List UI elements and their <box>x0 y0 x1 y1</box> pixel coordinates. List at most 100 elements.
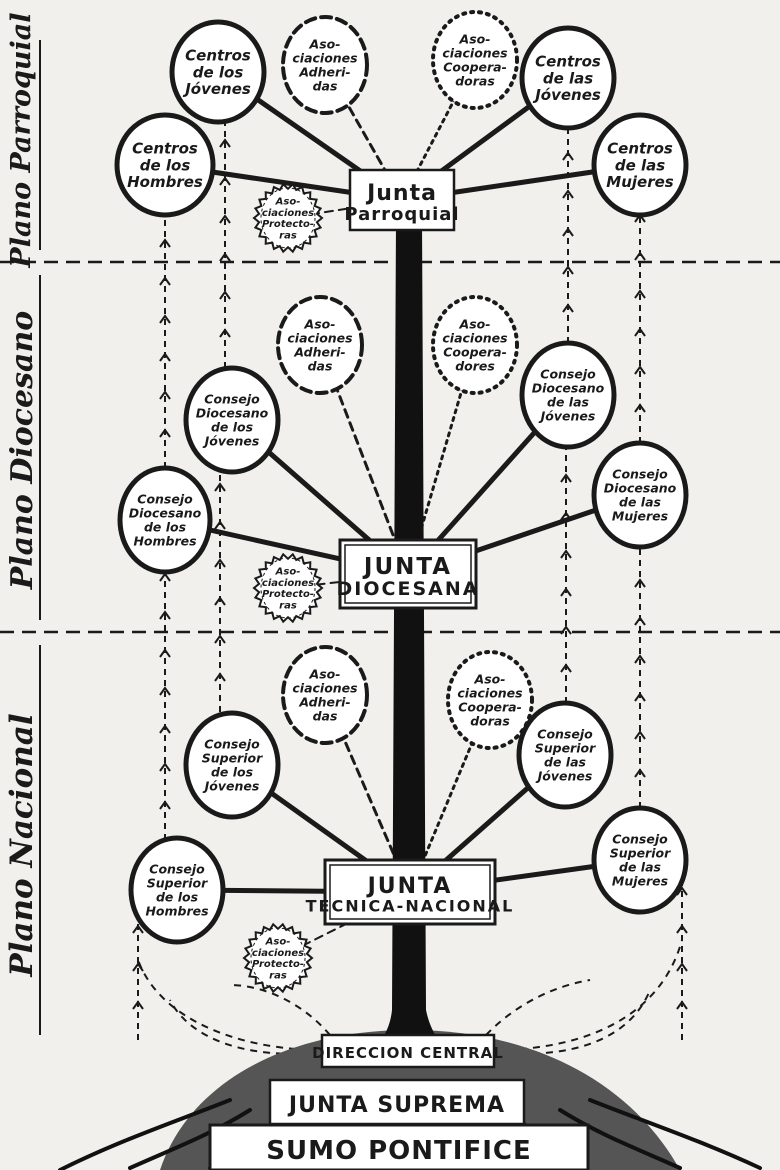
node-label-line: Consejo <box>540 366 596 381</box>
node-label-line: de las <box>619 859 661 874</box>
node-outline <box>183 710 281 820</box>
node-label-line: Diocesano <box>129 505 202 520</box>
node-label-line: Diocesano <box>196 405 269 420</box>
node-label-line: Protecto- <box>252 959 304 970</box>
node-label-line: Aso- <box>459 31 491 46</box>
node-label-line: ras <box>269 970 287 981</box>
node-label-line: Consejo <box>204 736 260 751</box>
node-label-line: Coopera- <box>443 59 507 74</box>
arrow-col-hombres-dio-arrowhead <box>159 428 171 438</box>
arrow-col-mujeres-dio-arrowhead <box>634 403 646 413</box>
seal-shape <box>242 922 314 994</box>
node-label-line: Aso- <box>304 316 336 331</box>
node-outline <box>276 295 364 395</box>
arrow-col-left-outer-arrowhead <box>132 1000 144 1010</box>
box-frame <box>320 1033 496 1069</box>
node-label-line: de las <box>547 394 589 409</box>
seal-inner-ring <box>250 927 306 989</box>
arrow-col-right-outer-arrowhead <box>676 1000 688 1010</box>
arrow-col-jovenes-nac-arrowhead <box>214 596 226 606</box>
node-label-line: Diocesano <box>604 480 677 495</box>
node-label-line: doras <box>455 73 495 88</box>
node-outline <box>591 112 689 218</box>
box-inner-frame <box>344 544 472 604</box>
arrow-col-hombres-dio-arrowhead <box>159 352 171 362</box>
arrow-col-jovenes-nac-arrowhead <box>214 482 226 492</box>
arrow-col-jovenes-dio-arrowhead <box>219 176 231 186</box>
arrow-col-hombres-nac-arrowhead <box>159 648 171 658</box>
box-label-line: Junta <box>365 181 437 206</box>
arrow-col-hombres-nac-arrowhead <box>159 724 171 734</box>
arrow-col-mujeres-dio-arrowhead <box>634 327 646 337</box>
node-label-line: Consejo <box>612 466 668 481</box>
node-label-line: Aso- <box>474 671 506 686</box>
node-label-line: Adheri- <box>293 344 345 359</box>
node-outline <box>446 650 534 750</box>
arrow-col-hombres-nac-arrowhead <box>159 686 171 696</box>
node-label-line: Jóvenes <box>182 80 251 98</box>
flow-left-2 <box>169 999 323 1055</box>
box-label-line: DIOCESANA <box>337 578 480 600</box>
node-outline <box>169 19 267 125</box>
node-label-line: Hombres <box>133 533 196 548</box>
node-label-line: Aso- <box>275 567 301 578</box>
plane-label-nacional: Plano Nacional <box>4 713 40 977</box>
arrow-col-jovenes-nac-arrowhead <box>214 672 226 682</box>
node-label-line: de las <box>544 754 586 769</box>
arrow-col-mujeres-nac-arrowhead <box>634 692 646 702</box>
node-label-line: Consejo <box>204 391 260 406</box>
arrow-col-jovenes-dio-arrowhead <box>219 138 231 148</box>
trunk <box>368 220 452 1055</box>
node-label-line: ciaciones <box>262 208 314 219</box>
node-label-line: Mujeres <box>612 873 668 888</box>
node-label-line: das <box>308 358 333 373</box>
arrow-col-hombres-dio-arrowhead <box>159 390 171 400</box>
arrow-col-jovenes-dio-arrowhead <box>219 290 231 300</box>
node-label-line: de las <box>543 69 593 87</box>
node-label-line: Hombres <box>145 903 208 918</box>
arrow-col-mujeres-nac-arrowhead <box>634 654 646 664</box>
box-label-line: Parroquial <box>344 204 459 225</box>
node-label-line: Hombres <box>127 173 203 191</box>
boxes-layer: JuntaParroquialJUNTADIOCESANAJUNTATECNIC… <box>208 168 590 1170</box>
arrow-col-jovenes-nac-arrowhead <box>214 558 226 568</box>
arrow-col-left-outer-arrowhead <box>132 962 144 972</box>
plane-label-parroquial: Plano Parroquial <box>6 12 37 268</box>
tree-trunk <box>368 220 452 1055</box>
node-label-line: ciaciones <box>292 680 357 695</box>
node-label-line: Centros <box>132 139 198 157</box>
node-label-line: Jóvenes <box>202 433 260 448</box>
node-label-line: Aso- <box>309 666 341 681</box>
node-label-line: Aso- <box>459 316 491 331</box>
node-label-line: Coopera- <box>458 699 522 714</box>
seal-shape <box>252 182 324 254</box>
node-label-line: Coopera- <box>443 344 507 359</box>
arrow-col-jovenes-dio-arrowhead <box>219 214 231 224</box>
node-label-line: Jóvenes <box>532 86 601 104</box>
arrow-col-jovenesf-nac-arrowhead <box>560 473 572 483</box>
arrow-col-left-outer-arrowhead <box>132 924 144 934</box>
node-outline <box>117 465 213 575</box>
box-label-line: JUNTA <box>366 874 453 899</box>
plane-labels: Plano Parroquial Plano Diocesano Plano N… <box>4 12 40 977</box>
node-label-line: Jóvenes <box>202 778 260 793</box>
node-label-line: Aso- <box>275 197 301 208</box>
box-label-line: JUNTA SUPREMA <box>287 1093 505 1118</box>
node-label-line: Superior <box>147 875 208 890</box>
arrow-col-hombres-dio-arrowhead <box>159 314 171 324</box>
arrow-col-jovenesf-dio-arrowhead <box>562 265 574 275</box>
